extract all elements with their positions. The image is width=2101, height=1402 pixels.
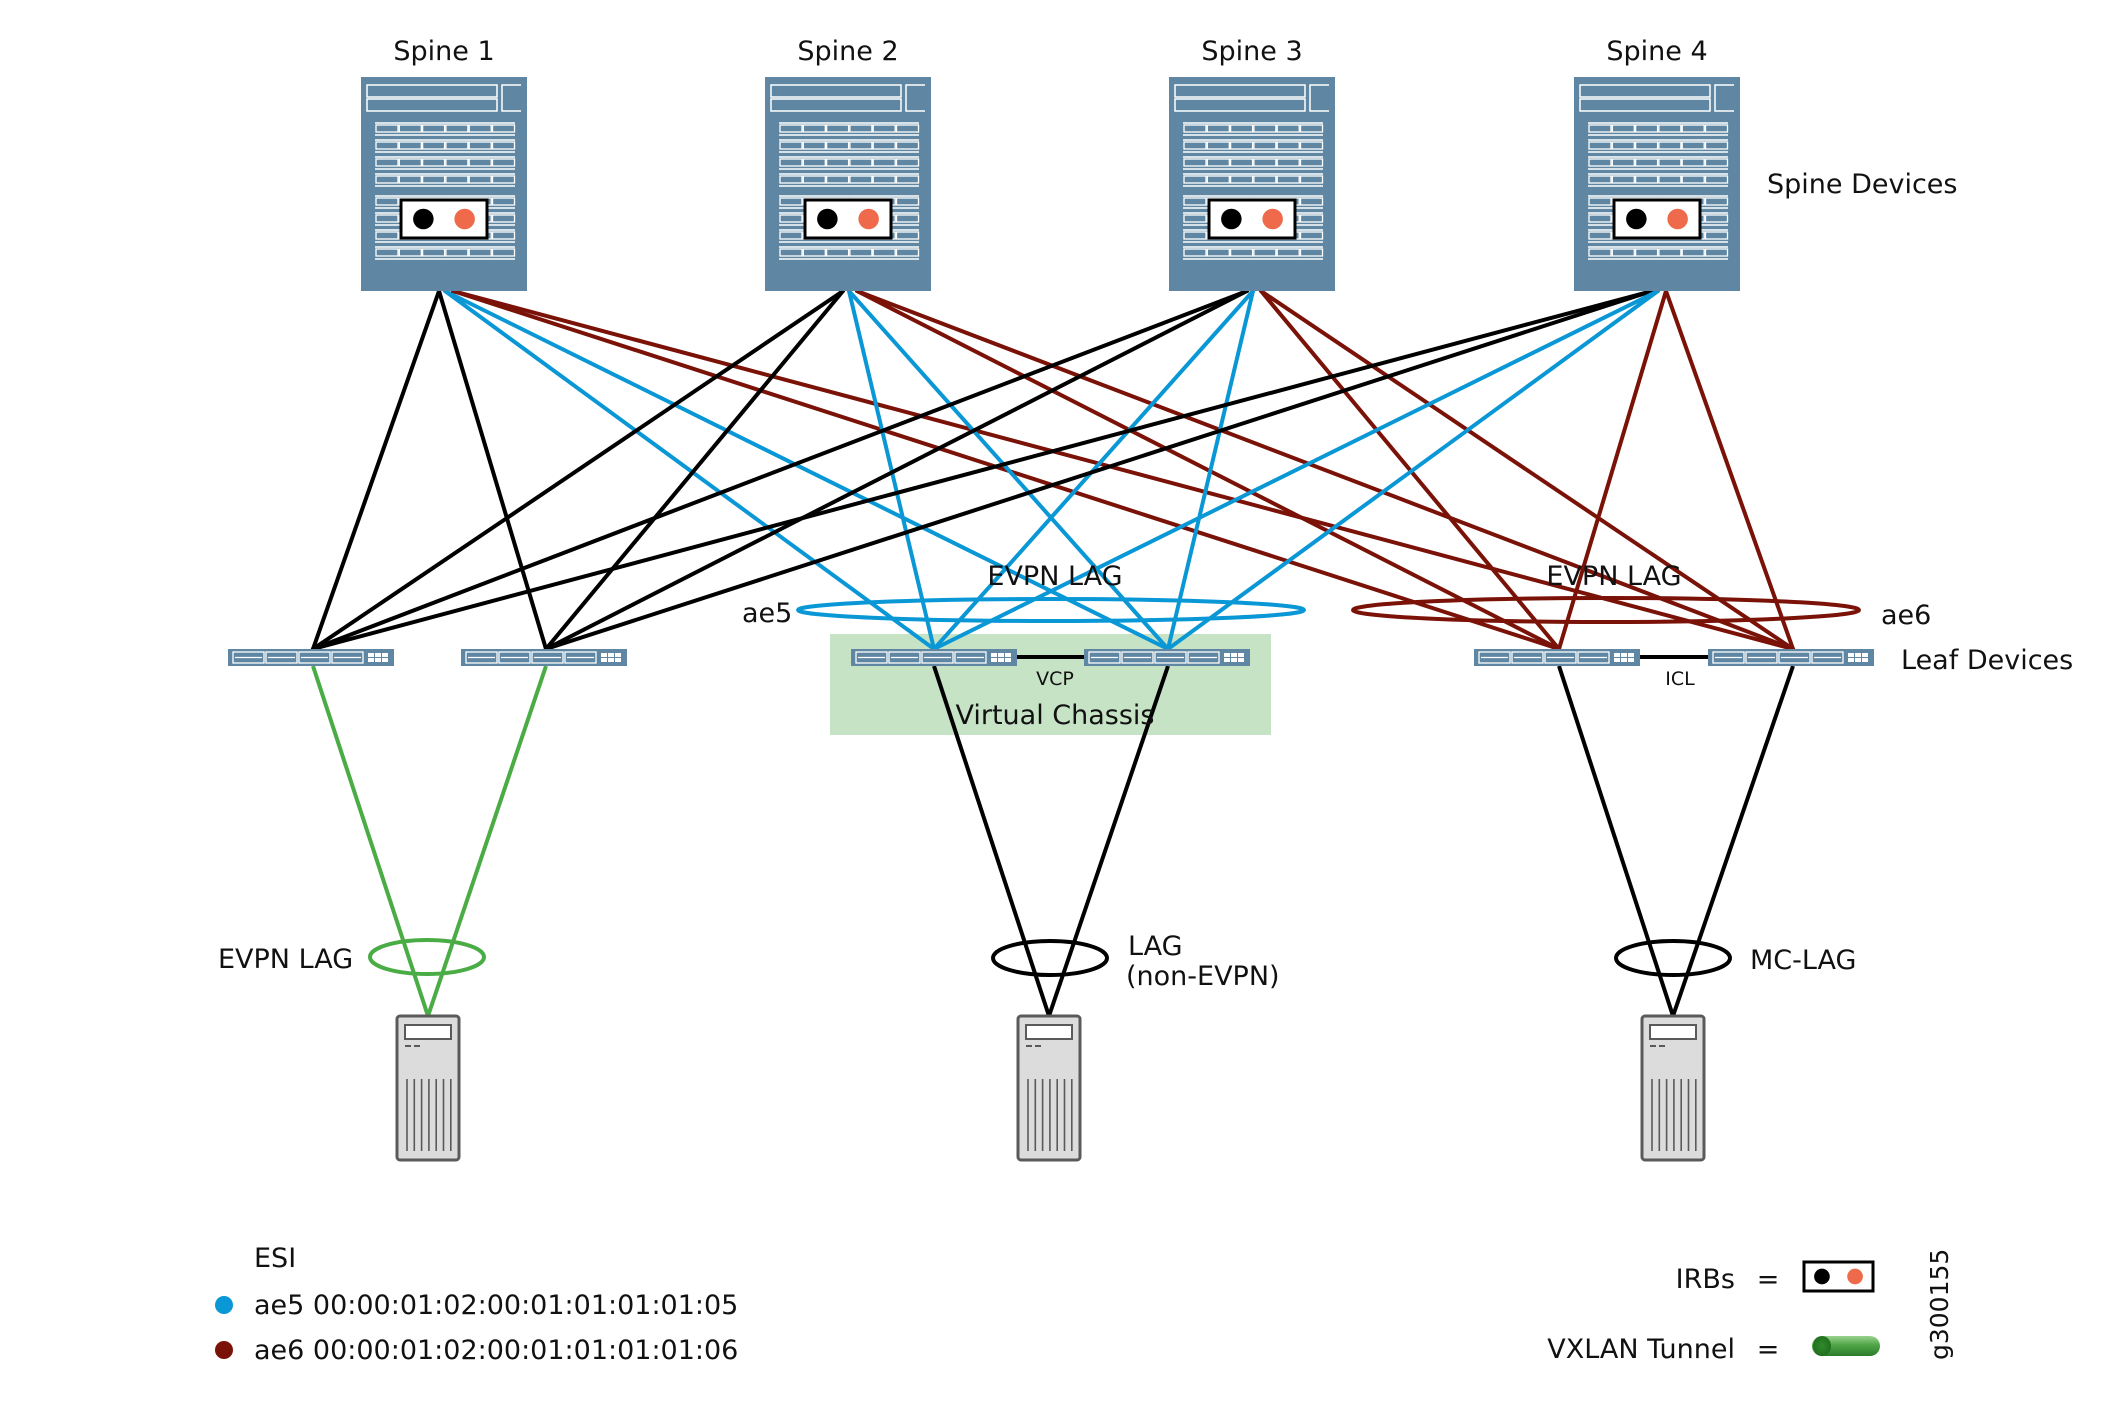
irb-icon [1207,198,1297,240]
spine-devices-label: Spine Devices [1767,169,1958,200]
uplink-spine-3-leaf-4 [1166,289,1255,651]
ae5-evpn-lag-label: EVPN LAG [987,561,1122,592]
uplink-spine-1-leaf-3 [443,289,936,651]
vcp-label: VCP [1036,668,1074,690]
irb-legend-glyph [1802,1260,1875,1293]
tunnel-legend-label: VXLAN Tunnel [1547,1334,1735,1365]
uplink-spine-4-leaf-6 [1664,289,1795,651]
leaf-layer [228,649,1874,666]
leaf-5-switch-icon [1474,649,1640,666]
leaf-2-switch-icon [461,649,627,666]
uplink-spine-3-leaf-2 [544,289,1249,651]
downlink-leaf-1-server-1 [311,665,430,1017]
server-2-lag-ellipse [991,939,1109,977]
uplink-spine-1-leaf-6 [451,289,1795,651]
uplink-spine-4-leaf-2 [544,289,1654,651]
irb-black-dot-icon [1626,208,1647,230]
spine-3-device [1169,77,1335,291]
uplink-spine-4-leaf-5 [1557,289,1668,651]
esi-legend: ESI ae5 00:00:01:02:00:01:01:01:01:05 ae… [215,1243,738,1366]
server-1-evpn-lag-ellipse [368,938,486,976]
spine-4-label: Spine 4 [1606,36,1707,67]
irb-orange-dot-icon [454,208,475,230]
ae5-lag-ellipse [796,597,1306,623]
spine-2-label: Spine 2 [797,36,898,67]
server-1-icon [395,1014,461,1162]
lag-layer [368,596,1861,977]
downlink-leaf-2-server-1 [426,665,548,1017]
uplink-spine-1-leaf-1 [311,289,441,651]
irb-legend-icon [1802,1260,1875,1293]
icl-label: ICL [1665,668,1695,690]
esi-ae5-text: ae5 00:00:01:02:00:01:01:01:01:05 [254,1290,738,1321]
leaf-devices-label: Leaf Devices [1901,645,2073,676]
irb-black-dot-icon [1221,208,1242,230]
server-2-lag-label: LAG [1128,931,1183,962]
irb-black-dot-icon [817,208,838,230]
uplink-spine-2-leaf-6 [855,289,1795,651]
spine-4-device [1574,77,1740,291]
leaf-3-switch-icon [851,649,1017,666]
server-1-lag-label: EVPN LAG [218,944,353,975]
spine-3-label: Spine 3 [1201,36,1302,67]
irb-icon [399,198,489,240]
server-3-icon [1640,1014,1706,1162]
ae6-label: ae6 [1881,600,1931,631]
irb-icon [803,198,893,240]
irb-orange-dot-icon [858,208,879,230]
irb-orange-dot-icon [1262,208,1283,230]
uplink-spine-4-leaf-1 [311,289,1654,651]
irb-orange-dot-icon [1667,208,1688,230]
uplink-spine-1-leaf-4 [443,289,1170,651]
virtual-chassis-label: Virtual Chassis [955,700,1154,731]
symbol-legend: IRBs = VXLAN Tunnel = g300155 [1547,1249,1954,1365]
server-2-icon [1016,1014,1082,1162]
links-layer [311,289,1795,1017]
server-3-mclag-ellipse [1614,939,1732,977]
uplink-spine-1-leaf-2 [437,289,548,651]
uplink-spine-2-leaf-2 [544,289,845,651]
figure-id: g300155 [1925,1249,1954,1360]
spine-layer: Spine 1 Spine 2 Spine 3 Spine 4 [361,36,1740,291]
downlink-leaf-4-server-2 [1047,665,1170,1017]
ae6-lag-ellipse [1351,596,1861,624]
leaf-6-switch-icon [1708,649,1874,666]
uplink-spine-4-leaf-4 [1166,289,1660,651]
ae5-label: ae5 [742,598,792,629]
downlink-leaf-3-server-2 [932,665,1051,1017]
irb-orange-dot-icon [1847,1268,1863,1285]
uplink-spine-2-leaf-4 [847,289,1170,651]
server-layer [395,1014,1706,1162]
tunnel-equals: = [1757,1334,1780,1365]
irb-black-dot-icon [1814,1268,1830,1285]
irbs-legend-label: IRBs [1676,1264,1735,1295]
uplink-spine-2-leaf-5 [855,289,1561,651]
uplink-spine-2-leaf-3 [847,289,936,651]
spine-1-label: Spine 1 [393,36,494,67]
irb-black-dot-icon [413,208,434,230]
leaf-4-switch-icon [1084,649,1250,666]
irb-icon [1612,198,1702,240]
downlink-leaf-5-server-3 [1557,665,1675,1017]
server-3-lag-label: MC-LAG [1750,945,1856,976]
irbs-equals: = [1757,1264,1780,1295]
esi-legend-title: ESI [254,1243,296,1274]
vxlan-tunnel-legend-icon [1812,1336,1880,1356]
ae6-evpn-lag-label: EVPN LAG [1546,561,1681,592]
uplink-spine-4-leaf-3 [932,289,1660,651]
uplink-spine-2-leaf-1 [311,289,845,651]
server-2-lag-label-line2: (non-EVPN) [1126,961,1280,992]
spine-2-device [765,77,931,291]
esi-ae6-text: ae6 00:00:01:02:00:01:01:01:01:06 [254,1335,738,1366]
spine-1-device [361,77,527,291]
esi-ae6-dot-icon [215,1341,233,1359]
downlink-leaf-6-server-3 [1671,665,1795,1017]
uplink-spine-3-leaf-1 [311,289,1249,651]
uplink-spine-3-leaf-6 [1259,289,1795,651]
leaf-1-switch-icon [228,649,394,666]
esi-ae5-dot-icon [215,1296,233,1314]
